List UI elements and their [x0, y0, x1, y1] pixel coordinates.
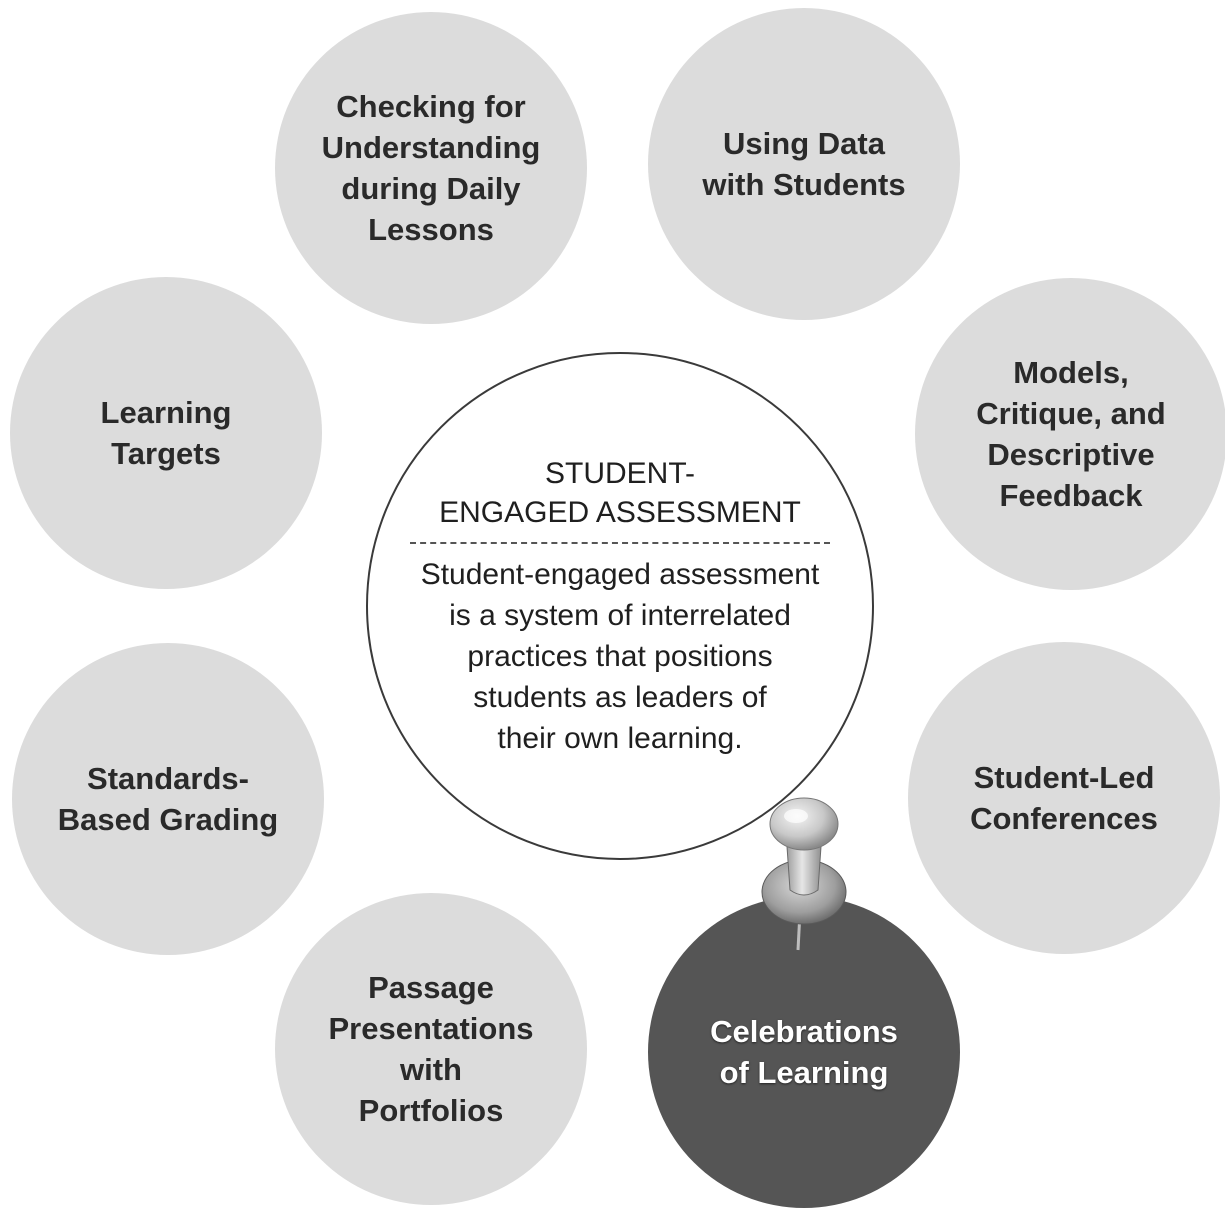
push-pin-icon: [761, 797, 847, 951]
practice-label: Learning Targets: [100, 395, 232, 471]
practice-label: Standards- Based Grading: [57, 761, 279, 837]
practice-label: Student-Led Conferences: [970, 760, 1158, 836]
center-circle-student-engaged-assessment: STUDENT- ENGAGED ASSESSMENT Student-enga…: [366, 352, 874, 860]
center-description: Student-engaged assessment is a system o…: [420, 557, 820, 755]
practice-circle-checking-for-understanding: Checking for Understanding during Daily …: [275, 12, 587, 324]
center-title: STUDENT- ENGAGED ASSESSMENT: [439, 456, 801, 529]
practice-label: Passage Presentations with Portfolios: [328, 970, 534, 1128]
practice-circle-student-led-conferences: Student-Led Conferences: [908, 642, 1220, 954]
practice-circle-celebrations-of-learning: Celebrations of Learning: [648, 896, 960, 1208]
practice-label: Celebrations of Learning: [710, 1014, 898, 1090]
practice-circle-using-data: Using Data with Students: [648, 8, 960, 320]
practice-label: Models, Critique, and Descriptive Feedba…: [976, 355, 1166, 513]
practice-circle-passage-presentations: Passage Presentations with Portfolios: [275, 893, 587, 1205]
practice-circle-learning-targets: Learning Targets: [10, 277, 322, 589]
practice-circle-standards-based-grading: Standards- Based Grading: [12, 643, 324, 955]
practice-label: Checking for Understanding during Daily …: [321, 89, 541, 247]
practice-circle-models-critique: Models, Critique, and Descriptive Feedba…: [915, 278, 1225, 590]
dashed-divider: [410, 541, 830, 544]
practice-label: Using Data with Students: [702, 126, 906, 202]
